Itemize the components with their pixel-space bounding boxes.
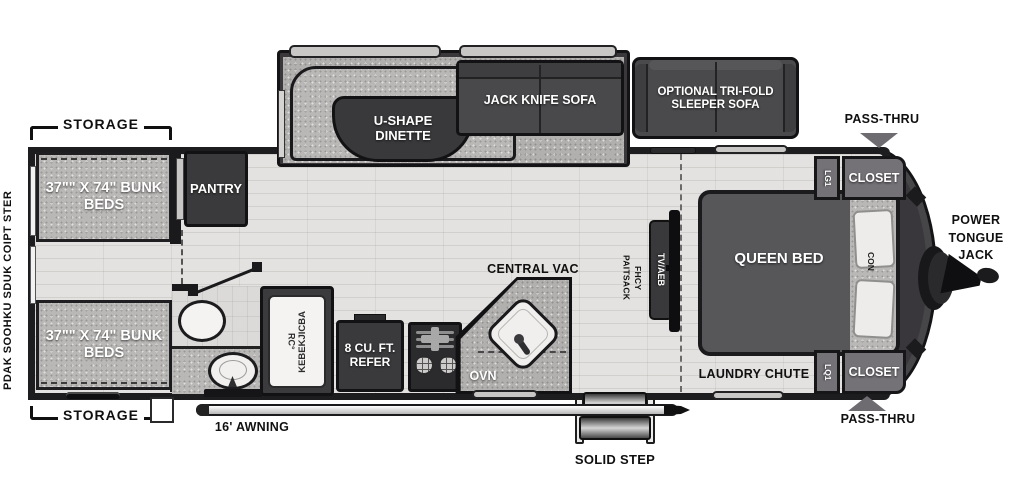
storage-door-handle [66,392,120,399]
trifold-label: OPTIONAL TRI-FOLD SLEEPER SOFA [657,86,774,112]
bed-size-note: CON [866,252,876,271]
kitchen-faucet-base [514,334,524,344]
awning-tip [664,405,690,415]
closet-top: CLOSET [842,156,906,200]
storage-bottom-label: STORAGE [63,407,139,423]
bathroom-door-jamb-right [252,262,262,272]
top-wall-vent [650,147,696,154]
entry-door-leaf [150,397,174,423]
closet-bottom-note: LQ1 [822,363,833,381]
rear-wall-window-bottom [30,246,36,304]
bottom-wall-window-kitchen [472,390,538,399]
step-tread-bottom [579,416,651,440]
top-wall-window [714,145,788,154]
storage-top-bracket-right [144,126,172,140]
pantry-label: PANTRY [190,180,242,196]
slideout-window-bar-left [289,45,441,58]
rear-side-text: PDAK SOOHKU SDUK COIPT STER [2,190,14,390]
jack-knife-sofa: JACK KNIFE SOFA [456,60,624,136]
closet-bottom: CLOSET [842,350,906,394]
queen-bed-label: QUEEN BED [734,250,824,267]
storage-bottom-bracket-left [30,406,58,420]
power-jack-label: POWER TONGUE JACK [948,213,1004,262]
awning-bar [196,404,678,416]
awning-end-cap [196,404,209,416]
trifold-sofa: OPTIONAL TRI-FOLD SLEEPER SOFA [632,57,799,139]
tv-note: PAITSACK FHCY [618,240,646,316]
bed-pillow-bottom [852,278,896,340]
trifold-armrest-left [635,64,648,132]
bunk-bottom-dashes [41,306,167,384]
closet-top-note: LG1 [822,169,833,187]
slideout-window-bar-right [459,45,617,58]
shower-note-small: RC° [286,333,297,350]
pass-thru-top-label: PASS-THRU [844,112,920,126]
bedroom-divider-dashed [680,154,682,392]
toilet [178,300,226,342]
pantry-shelf [176,158,184,220]
refrigerator: 8 CU. FT. REFER [336,320,404,392]
kitchen-sink-basin [494,305,552,363]
laundry-chute-label: LAUNDRY CHUTE [698,367,810,381]
shower-pan: RC° KEBEKJICBA [268,295,326,388]
sofa-label: JACK KNIFE SOFA [483,93,597,107]
tv-label: TV/AEB [656,253,667,287]
solid-step-label: SOLID STEP [574,452,656,467]
bunk-bottom-label: 37"" X 74" BUNK BEDS [45,328,163,361]
pass-thru-top-arrow [860,133,898,148]
bath-sink-basin [219,360,247,380]
refrigerator-label: 8 CU. FT. REFER [344,341,396,369]
solid-step [575,392,655,448]
tv-note-line1: PAITSACK [621,255,632,301]
dinette-table: U-SHAPE DINETTE [332,96,474,162]
bunk-bed-bottom: 37"" X 74" BUNK BEDS [36,300,172,390]
storage-top-bracket-left [30,126,58,140]
slideout-side-window [278,90,285,158]
bath-faucet [228,376,237,387]
closet-bottom-label: CLOSET [848,364,900,379]
queen-bed: CON QUEEN BED [698,190,900,356]
stove-burner-left [414,355,434,375]
bottom-wall-window-bedroom [712,391,784,400]
shower-note: KEBEKJICBA [296,310,308,373]
bunk-top-label: 37"" X 74" BUNK BEDS [45,180,163,213]
stove-burner-right [438,355,458,375]
stove [408,322,462,392]
trifold-cushion-divider [715,62,717,132]
bathroom-door-jamb-left [188,286,198,296]
sofa-cushion-divider [539,65,541,133]
pantry: PANTRY [184,151,248,227]
bunk-bed-top: 37"" X 74" BUNK BEDS [36,152,172,242]
bunkroom-divider-dashed [181,230,183,284]
trifold-armrest-right [783,64,796,132]
entry-door-threshold [204,389,262,397]
closet-bottom-cabinet: LQ1 [814,350,840,394]
tv-note-line2: FHCY [633,265,644,291]
storage-top-label: STORAGE [63,116,139,132]
stove-burner-cross-h [421,335,449,343]
bunk-top-dashes [41,158,167,236]
bunk-top-end-wall [170,150,181,244]
pass-thru-bottom-label: PASS-THRU [840,412,916,426]
bathroom-wall-stub [172,284,198,291]
closet-top-cabinet: LG1 [814,156,840,200]
rear-wall-window-top [30,166,36,236]
dinette-label: U-SHAPE DINETTE [373,113,433,143]
tv-screen [669,210,680,332]
central-vac-label: CENTRAL VAC [487,262,579,276]
oven-label: OVN [469,369,497,383]
closet-top-label: CLOSET [848,170,900,185]
awning-label: 16' AWNING [214,420,290,434]
